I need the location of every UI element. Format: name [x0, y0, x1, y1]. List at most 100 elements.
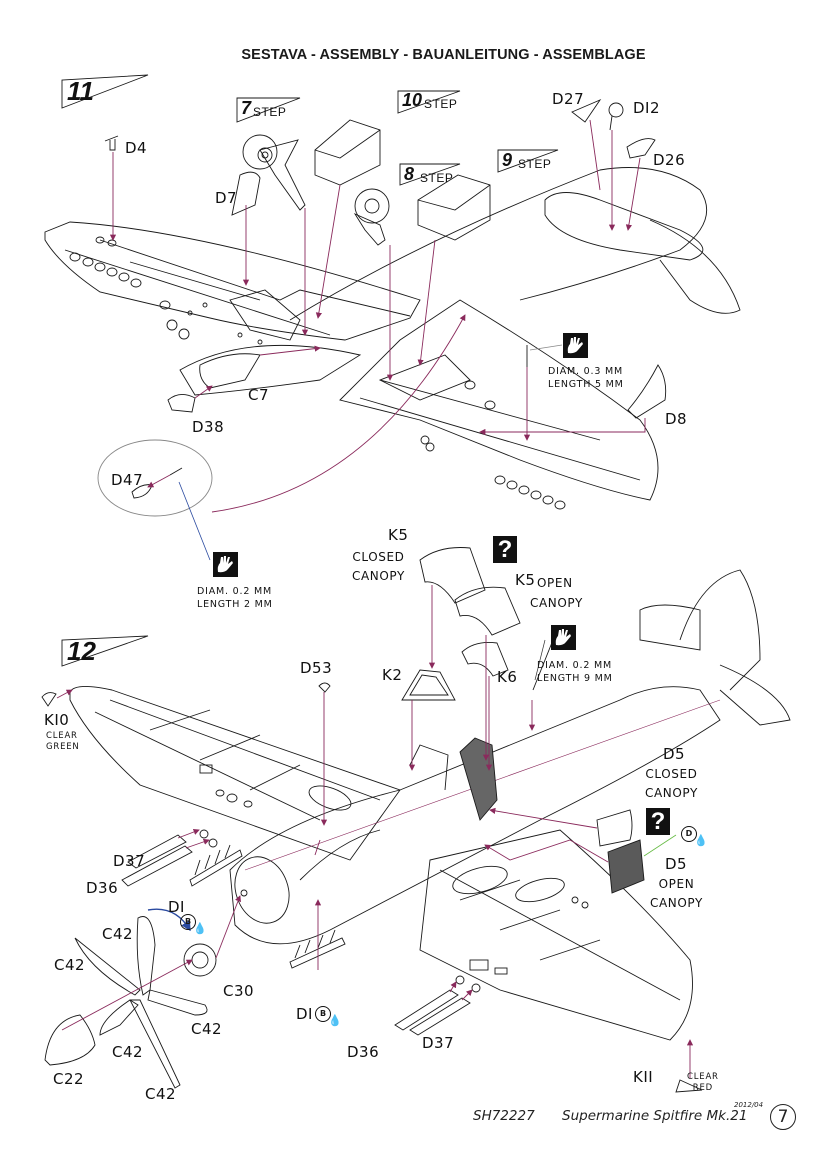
note-length: LENGTH 9 MM: [537, 672, 613, 684]
part-d12: [608, 102, 624, 118]
hand-icon: [551, 625, 576, 650]
part-d53: [318, 682, 331, 693]
part-label-d5-open: D5: [665, 855, 688, 873]
paint-drop-icon: 💧: [328, 1014, 342, 1027]
part-d5-open: [607, 839, 645, 894]
nose-cowl: [179, 344, 362, 396]
part-label-d47: D47: [111, 471, 144, 489]
step11-arrows: [109, 119, 646, 513]
part-label-c42-e: C42: [145, 1085, 177, 1103]
fin: [679, 569, 761, 691]
right-wing-holes: [420, 380, 566, 510]
caption-line: CLEAR: [687, 1072, 719, 1082]
part-d8: [627, 364, 667, 419]
part-prop-blade-5: [99, 999, 139, 1036]
part-label-d36-left: D36: [86, 879, 119, 897]
part-label-k5-open: K5: [515, 571, 536, 589]
part-label-k10: KI0: [44, 711, 70, 729]
part-gun-d36-left: [121, 845, 193, 887]
substep-label: STEP: [253, 105, 287, 119]
part-label-k2: K2: [382, 666, 403, 684]
substep8-frame: [399, 163, 461, 186]
part-door-10: [314, 119, 381, 186]
spinner-face: [234, 856, 290, 924]
left-wing-top-line: [109, 699, 381, 801]
part-label-d1-bottom: DI: [296, 1005, 313, 1023]
part-d1-exhaust-bottom: [289, 929, 346, 969]
left-wing-outline: [44, 221, 421, 341]
part-label-d37-left: D37: [113, 852, 146, 870]
left-wing-panel-line: [64, 249, 331, 336]
question-icon: ?: [646, 808, 670, 835]
leader-line-d47-note: [178, 481, 211, 561]
step11-airframe: [44, 167, 741, 510]
part-label-c7: C7: [248, 386, 270, 404]
part-label-d26: D26: [653, 151, 686, 169]
part-label-d36-right: D36: [347, 1043, 380, 1061]
part-label-k11: KII: [633, 1068, 654, 1086]
right-wing-panel-line: [359, 397, 641, 481]
cockpit-frame: [409, 744, 449, 791]
part-d47-rod: [169, 467, 183, 476]
d5-closed-caption: CLOSED CANOPY: [645, 765, 698, 802]
part-label-k6: K6: [497, 668, 518, 686]
tailplane-left: [639, 604, 701, 651]
part-label-d37-right: D37: [422, 1034, 455, 1052]
left-wing-radiator: [229, 289, 301, 341]
part-label-d53: D53: [300, 659, 333, 677]
right-wing-panel-line: [379, 379, 601, 441]
part-label-d27: D27: [552, 90, 585, 108]
part-d5-closed: [596, 809, 633, 847]
part-k5-open: [454, 586, 521, 636]
left-wing-bulge: [308, 785, 352, 811]
part-label-k5-closed: K5: [388, 526, 409, 544]
substep10-frame: [397, 90, 461, 114]
leader-line-wire-note: [529, 344, 563, 351]
part-gun-d37-left: [127, 834, 187, 869]
exhaust-panel: [299, 829, 381, 881]
left-wing-panel-line: [99, 239, 411, 317]
paint-leader-d5: [643, 834, 677, 857]
paint-badge-d5: D: [681, 826, 697, 842]
step12-parts: [41, 547, 703, 1093]
right-wing-top-line: [439, 869, 681, 1001]
part-k6: [461, 641, 509, 677]
left-wing-panel-line: [129, 261, 261, 301]
left-wing-top-holes: [199, 764, 253, 808]
product-code: SH72227: [473, 1108, 535, 1124]
step11-parts: [97, 98, 667, 517]
note-diameter: DIAM. 0.2 MM: [197, 586, 272, 597]
part-k11: [675, 1079, 703, 1093]
caption-line: CLEAR: [46, 731, 78, 741]
right-wing-top-outline: [419, 829, 693, 1041]
part-gun-d36-right: [394, 989, 459, 1031]
part-prop-blade-1: [136, 916, 156, 996]
page-number: 7: [770, 1104, 796, 1130]
part-door-9: [417, 174, 491, 241]
caption-line: CLOSED: [645, 767, 698, 781]
tail-plane: [544, 192, 704, 261]
part-k5-closed: [419, 547, 486, 604]
substep-number: 9: [502, 150, 513, 170]
step11-frame: [61, 74, 149, 109]
part-prop-blade-2: [74, 937, 141, 996]
k10-caption: CLEAR GREEN: [46, 731, 80, 754]
part-label-d8: D8: [665, 410, 688, 428]
part-label-c42-a: C42: [102, 925, 134, 943]
right-wing-bulge-2: [515, 877, 565, 903]
part-label-d1-top: DI: [168, 898, 185, 916]
wire-note-0.2mm-9mm: DIAM. 0.2 MM LENGTH 9 MM: [537, 660, 613, 686]
caption-line: RED: [692, 1083, 713, 1094]
right-wing-outline: [339, 299, 659, 501]
step12-frame: [61, 635, 149, 667]
part-d7: [231, 171, 261, 216]
question-icon: ?: [493, 536, 517, 563]
caption-line: OPEN: [658, 877, 695, 891]
detail-circle-d47: [97, 439, 213, 517]
step12-arrows: [56, 585, 694, 1078]
part-d38: [167, 394, 196, 413]
note-diameter: DIAM. 0.2 MM: [537, 660, 612, 671]
fuselage-underside: [289, 167, 708, 321]
part-leg-8: [353, 212, 386, 246]
